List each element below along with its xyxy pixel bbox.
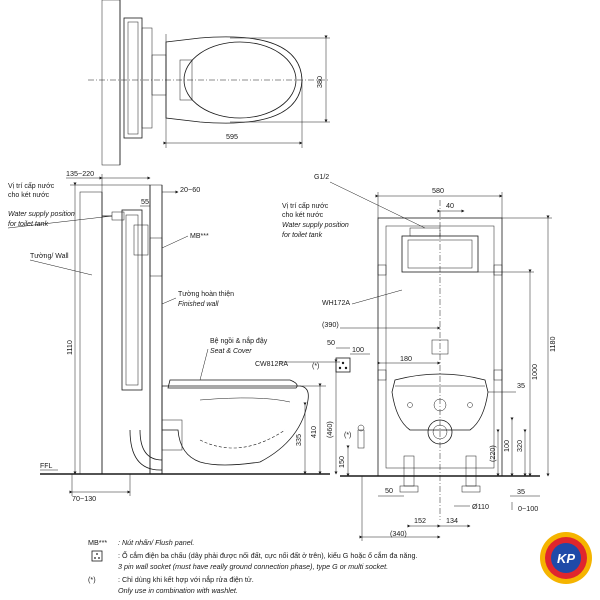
top-wall-hatch — [101, 0, 121, 166]
top-view: 595 380 — [88, 0, 330, 166]
dim-front-100b: 100 — [502, 440, 511, 452]
dim-front-1000: 1000 — [530, 364, 539, 380]
note1-text: : Nút nhấn/ Flush panel. — [118, 538, 194, 547]
dim-front-50b: 50 — [385, 486, 393, 495]
dim-wall-depth: 135~220 — [66, 169, 94, 178]
dim-front-134: 134 — [446, 516, 458, 525]
side-seat-en: Seat & Cover — [210, 348, 252, 355]
dim-front-320: 320 — [515, 440, 524, 452]
side-flush-panel — [149, 237, 163, 277]
dim-335: 335 — [294, 434, 303, 446]
note1-key: MB*** — [88, 538, 107, 547]
side-bowl-outline — [161, 385, 309, 466]
kp-logo: KP — [540, 532, 592, 584]
note-socket-icon — [91, 550, 103, 562]
dim-front-1180: 1180 — [548, 337, 557, 352]
front-star-b: (*) — [312, 363, 319, 370]
side-seat — [167, 379, 298, 389]
side-seat-vi: Bệ ngồi & nắp đậy — [210, 336, 268, 345]
side-supply-vi2: cho két nước — [8, 192, 50, 199]
dim-top-height: 380 — [315, 76, 324, 88]
socket-icon — [335, 357, 351, 373]
front-supply-vi2: cho két nước — [282, 212, 324, 219]
side-wall-label: Tường/ Wall — [30, 253, 69, 260]
dim-front-35b: 35 — [517, 487, 525, 496]
front-valve — [357, 429, 365, 449]
dim-front-150: 150 — [337, 456, 346, 468]
dim-floor-offset: 70~130 — [72, 494, 96, 503]
dim-55: 55 — [141, 197, 149, 206]
side-wall-hatch — [79, 191, 103, 475]
logo-text: KP — [557, 551, 575, 566]
logo-inner — [551, 543, 581, 573]
front-view: 580 40 G1/2 Vị trí cấp nước cho két nước… — [282, 174, 557, 541]
dim-front-580: 580 — [432, 186, 444, 195]
dim-total-height: 1110 — [65, 340, 74, 355]
top-flush-panel — [151, 54, 167, 96]
side-finished-wall-en: Finished wall — [178, 301, 219, 308]
dim-front-390: (390) — [322, 320, 339, 329]
side-supply-en: Water supply position — [8, 211, 75, 218]
front-tank-model: WH172A — [322, 300, 350, 307]
note3-key: (*) — [88, 575, 96, 584]
dim-front-50: 50 — [327, 338, 335, 347]
notes: MB*** : Nút nhấn/ Flush panel. : Ổ cắm đ… — [88, 538, 418, 595]
side-seat-model: CW812RA — [255, 361, 288, 368]
front-supply-en: Water supply position — [282, 222, 349, 229]
side-supply-vi: Vị trí cấp nước — [8, 181, 55, 190]
dim-front-35: 35 — [517, 381, 525, 390]
side-frame — [121, 209, 143, 391]
dim-front-180: 180 — [400, 354, 412, 363]
dim-front-0100: 0~100 — [518, 504, 538, 513]
front-supply-vi: Vị trí cấp nước — [282, 201, 329, 210]
dim-front-152: 152 — [414, 516, 426, 525]
ffl-label: FFL — [40, 463, 53, 470]
dim-top-width: 595 — [226, 132, 238, 141]
side-mb-label: MB*** — [190, 233, 209, 240]
front-drain — [427, 419, 453, 445]
top-frame — [123, 17, 143, 139]
front-bowl — [391, 373, 489, 431]
front-supply-en2: for toilet tank — [282, 232, 323, 239]
front-star-c: (*) — [344, 432, 351, 439]
side-finished-wall — [149, 184, 163, 475]
dim-front-40: 40 — [446, 201, 454, 210]
note3-text: : Chỉ dùng khi kết hợp với nắp rửa điện … — [118, 575, 254, 584]
dim-front-340: (340) — [390, 529, 407, 538]
side-finished-wall-vi: Tường hoàn thiện — [178, 291, 234, 298]
note2-en: 3 pin wall socket (must have really grou… — [118, 562, 388, 571]
dim-front-220: (220) — [488, 445, 497, 462]
note3-en: Only use in combination with washlet. — [118, 586, 238, 595]
side-supply-en2: for toilet tank — [8, 221, 49, 228]
side-view: FFL 1110 135~220 20~60 55 410 335 (460) … — [7, 169, 340, 503]
dim-rim-height: 410 — [309, 426, 318, 438]
dim-460: (460) — [325, 421, 334, 438]
dim-front-100: 100 — [352, 345, 364, 354]
dim-front-pipe: Ø110 — [472, 502, 489, 511]
dim-gap: 20~60 — [180, 185, 200, 194]
g12-label: G1/2 — [314, 174, 329, 181]
note2-text: : Ổ cắm điện ba chấu (dây phải được nối … — [118, 551, 418, 560]
